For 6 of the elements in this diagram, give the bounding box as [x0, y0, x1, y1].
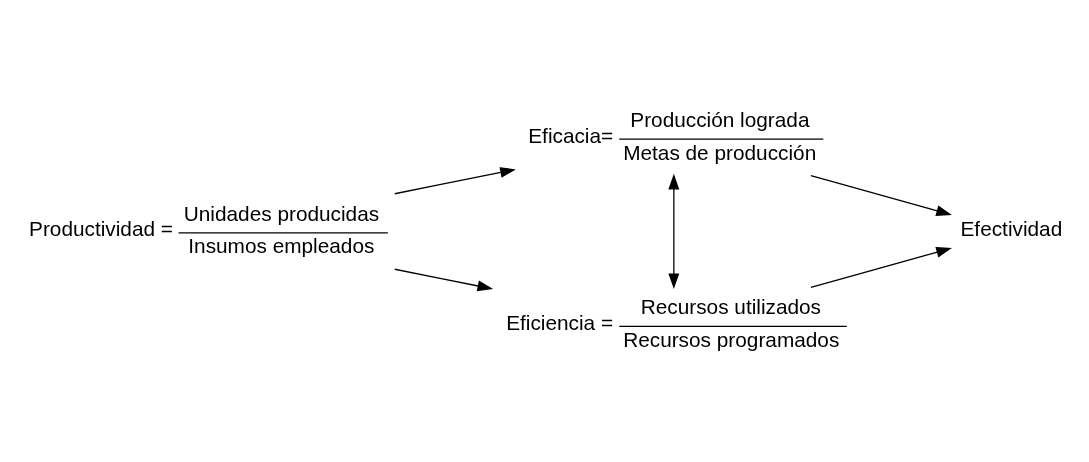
arrow — [810, 174, 952, 216]
arrow — [394, 268, 494, 291]
arrow — [810, 246, 952, 288]
arrow — [394, 166, 516, 194]
node-text: Efectividad — [960, 216, 1063, 240]
arrow — [668, 173, 680, 289]
